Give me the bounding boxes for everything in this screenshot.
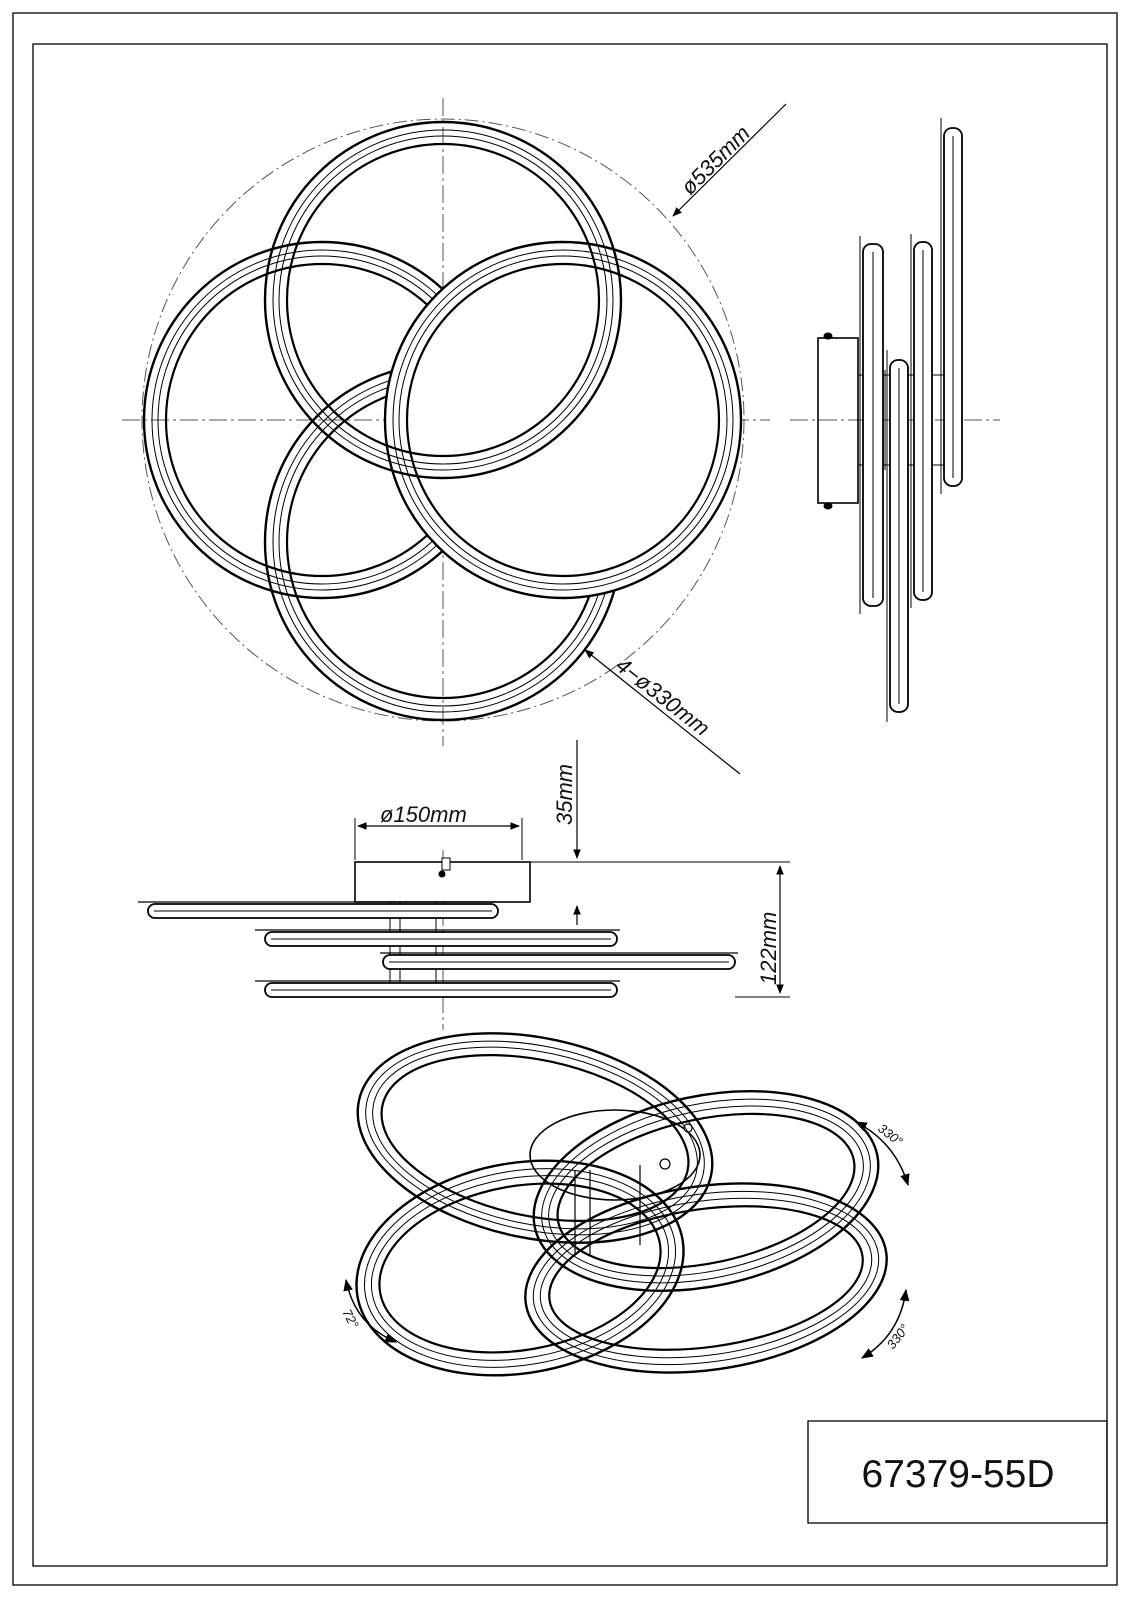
ring-top [263,120,623,480]
side-profile-view [790,118,1000,722]
inner-frame [32,43,1108,1567]
profile-canopy [817,337,859,504]
persp-ring-back [356,1032,714,1244]
top-view: ø535mm 4−ø330mm [122,98,787,775]
outer-diameter-label: ø535mm [676,120,755,199]
canopy-height-label: 35mm [552,764,577,825]
rotation-label-top-right: 330° [875,1121,905,1149]
bar-4 [255,980,620,998]
rotation-arrow-bottom-left [343,1278,398,1343]
bar-1 [138,901,499,919]
outer-diameter-leader [672,103,787,217]
ring-diameter-leader [584,649,741,775]
ring-diameter-label: 4−ø330mm [611,652,715,741]
rotation-label-bottom-left: 72° [339,1306,361,1330]
rotation-arrow-bottom-right [860,1288,910,1359]
outer-border [12,12,1118,1586]
persp-ring-bottom-right [524,1182,888,1374]
profile-ring-3 [910,234,933,608]
bar-3 [380,952,738,970]
perspective-view [343,1032,910,1377]
canopy-diameter-label: ø150mm [380,802,467,827]
front-elevation-view [138,740,790,1030]
profile-ring-4 [940,118,963,494]
profile-ring-1 [859,236,884,614]
bar-2 [255,929,620,947]
rotation-label-bottom-right: 330° [884,1321,912,1351]
model-code: 67379-55D [862,1453,1055,1496]
title-block: 67379-55D [807,1420,1108,1524]
total-height-label: 122mm [756,912,781,985]
profile-ring-2 [886,350,909,722]
rotation-arrow-top-right [854,1121,910,1187]
